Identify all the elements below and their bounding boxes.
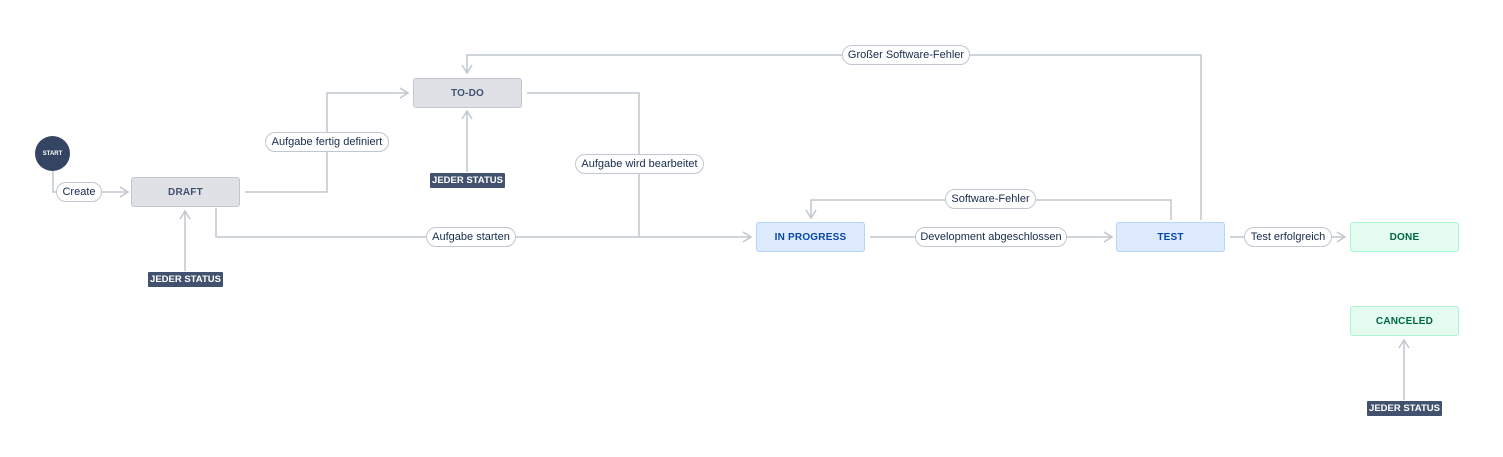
edge-grosser-software-fehler xyxy=(461,54,1202,220)
transition-aufgabe-fertig-definiert[interactable]: Aufgabe fertig definiert xyxy=(265,132,389,152)
transition-aufgabe-starten[interactable]: Aufgabe starten xyxy=(426,227,516,247)
global-transition-badge-draft[interactable]: JEDER STATUS xyxy=(148,272,223,287)
status-canceled[interactable]: CANCELED xyxy=(1350,306,1459,336)
global-transition-badge-canceled[interactable]: JEDER STATUS xyxy=(1367,401,1442,416)
transition-grosser-software-fehler[interactable]: Großer Software-Fehler xyxy=(842,45,970,65)
status-todo[interactable]: TO-DO xyxy=(413,78,522,108)
status-in-progress[interactable]: IN PROGRESS xyxy=(756,222,865,252)
edge-aufgabe-wird-bearbeitet xyxy=(527,92,640,237)
edge-aufgabe-starten xyxy=(215,208,753,243)
edge-create xyxy=(52,171,130,198)
start-node-label: START xyxy=(42,150,63,157)
status-draft[interactable]: DRAFT xyxy=(131,177,240,207)
transition-software-fehler[interactable]: Software-Fehler xyxy=(945,189,1036,209)
status-test[interactable]: TEST xyxy=(1116,222,1225,252)
transition-test-erfolgreich[interactable]: Test erfolgreich xyxy=(1244,227,1332,247)
global-transition-badge-todo[interactable]: JEDER STATUS xyxy=(430,173,505,188)
status-done[interactable]: DONE xyxy=(1350,222,1459,252)
start-node[interactable]: START xyxy=(35,136,70,171)
transition-aufgabe-wird-bearbeitet[interactable]: Aufgabe wird bearbeitet xyxy=(575,154,704,174)
transition-create[interactable]: Create xyxy=(56,182,102,202)
transition-development-abgeschlossen[interactable]: Development abgeschlossen xyxy=(915,227,1067,247)
